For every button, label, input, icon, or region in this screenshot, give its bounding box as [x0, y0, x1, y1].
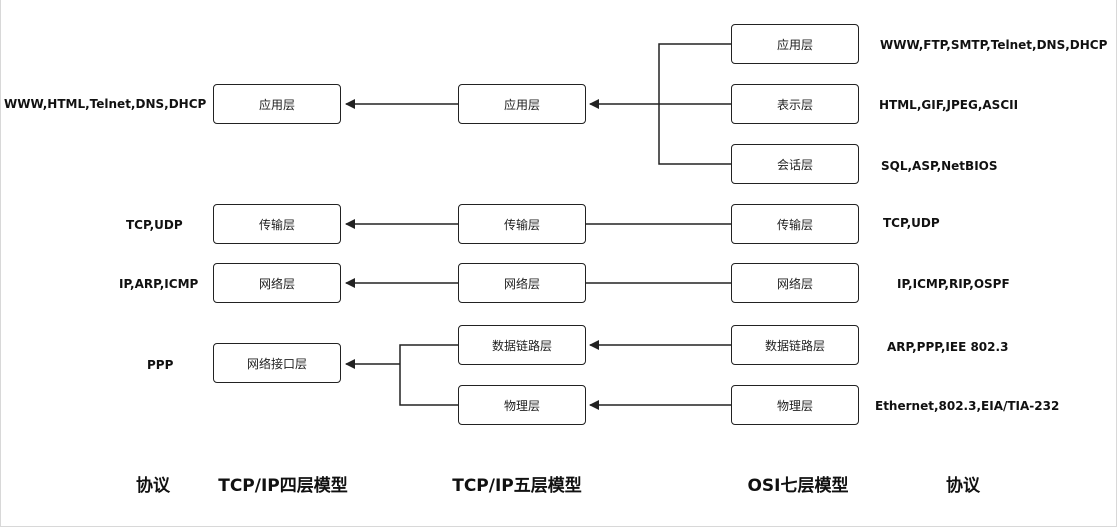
tcpip5-datalink-box: 数据链路层: [458, 325, 586, 365]
osi-presentation-box: 表示层: [731, 84, 859, 124]
osi-datalink-box: 数据链路层: [731, 325, 859, 365]
right-protocol-session: SQL,ASP,NetBIOS: [881, 159, 998, 173]
caption-osi7: OSI七层模型: [747, 476, 849, 496]
tcpip5-application-box: 应用层: [458, 84, 586, 124]
right-protocol-datalink: ARP,PPP,IEE 802.3: [887, 340, 1009, 354]
tcpip4-transport-box: 传输层: [213, 204, 341, 244]
tcpip5-network-box: 网络层: [458, 263, 586, 303]
osi-transport-box: 传输层: [731, 204, 859, 244]
right-protocol-physical: Ethernet,802.3,EIA/TIA-232: [875, 399, 1060, 413]
tcpip4-interface-box: 网络接口层: [213, 343, 341, 383]
left-protocol-transport: TCP,UDP: [126, 218, 183, 232]
tcpip5-lower-bracket: [399, 344, 458, 406]
osi-network-box: 网络层: [731, 263, 859, 303]
tcpip4-network-box: 网络层: [213, 263, 341, 303]
left-protocol-interface: PPP: [147, 358, 174, 372]
tcpip5-transport-box: 传输层: [458, 204, 586, 244]
caption-left-protocol: 协议: [136, 476, 170, 496]
osi-session-box: 会话层: [731, 144, 859, 184]
right-protocol-application: WWW,FTP,SMTP,Telnet,DNS,DHCP: [880, 38, 1108, 52]
right-protocol-presentation: HTML,GIF,JPEG,ASCII: [879, 98, 1019, 112]
left-protocol-application: WWW,HTML,Telnet,DNS,DHCP: [4, 97, 207, 111]
osi-physical-box: 物理层: [731, 385, 859, 425]
right-protocol-network: IP,ICMP,RIP,OSPF: [897, 277, 1010, 291]
tcpip4-application-box: 应用层: [213, 84, 341, 124]
caption-tcpip5: TCP/IP五层模型: [452, 476, 582, 496]
osi-application-box: 应用层: [731, 24, 859, 64]
right-protocol-transport: TCP,UDP: [883, 216, 940, 230]
left-protocol-network: IP,ARP,ICMP: [119, 277, 199, 291]
caption-tcpip4: TCP/IP四层模型: [218, 476, 348, 496]
tcpip5-physical-box: 物理层: [458, 385, 586, 425]
caption-right-protocol: 协议: [946, 476, 980, 496]
